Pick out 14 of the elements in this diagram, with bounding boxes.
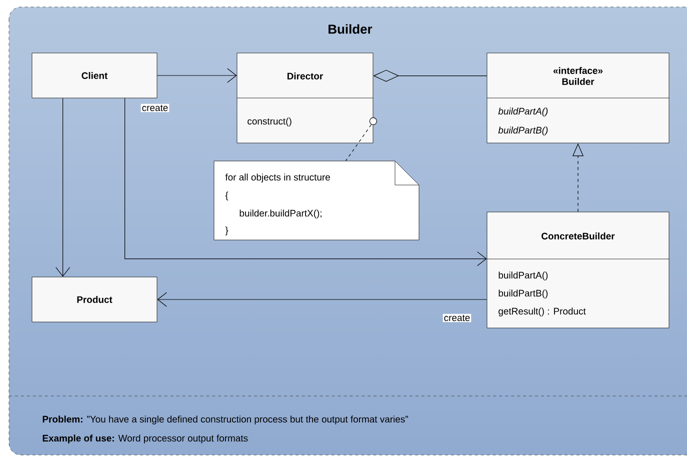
connector bbox=[157, 292, 488, 307]
class-box: Client bbox=[32, 52, 158, 98]
class-box: «interface» Builder buildPartA() buildPartB() bbox=[486, 52, 670, 144]
class-box: Product bbox=[32, 276, 158, 322]
note-box: for all objects in structure { builder.buildPartX(); } bbox=[214, 160, 420, 240]
connector bbox=[56, 98, 70, 277]
title: Builder bbox=[328, 24, 372, 34]
class-box: Director construct() bbox=[236, 52, 374, 144]
connector bbox=[124, 98, 487, 266]
connector bbox=[156, 68, 237, 83]
note-text: Problem: ”You have a single defined construction process but the output format varies” bbox=[42, 416, 408, 424]
leader-line bbox=[346, 117, 377, 162]
class-box: ConcreteBuilder buildPartA() buildPartB() getResult() : Product bbox=[486, 212, 670, 328]
note-text: Example of use: Word processor output formats bbox=[42, 434, 248, 444]
